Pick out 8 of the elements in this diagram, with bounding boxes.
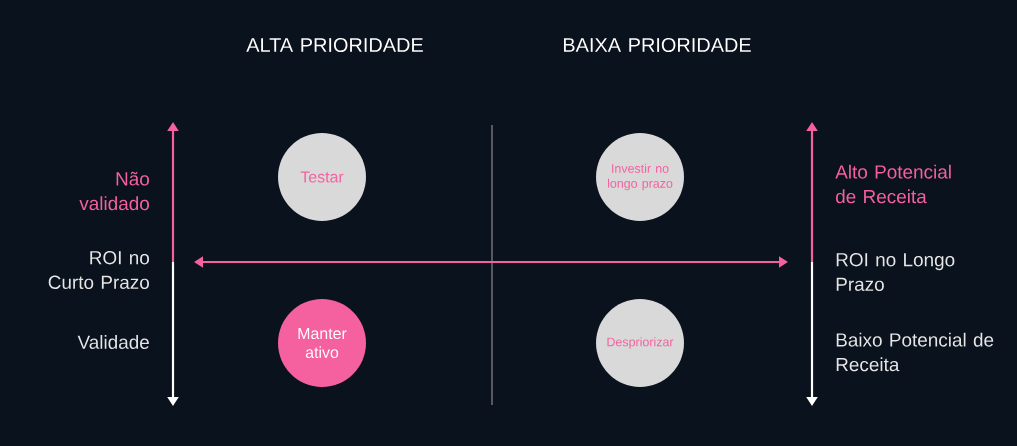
axis-label: Validade bbox=[77, 335, 149, 349]
axis-label: Alto Potencial de Receita bbox=[835, 164, 951, 204]
axis-label: Não validado bbox=[79, 171, 149, 211]
axis-label: Baixo Potencial de Receita bbox=[836, 332, 994, 372]
column-heading: ALTA PRIORIDADE bbox=[246, 37, 423, 53]
axis-label: ROI no Longo Prazo bbox=[836, 253, 955, 291]
axis-label: ROI no Curto Prazo bbox=[48, 251, 149, 289]
column-heading: BAIXA PRIORIDADE bbox=[564, 37, 751, 53]
